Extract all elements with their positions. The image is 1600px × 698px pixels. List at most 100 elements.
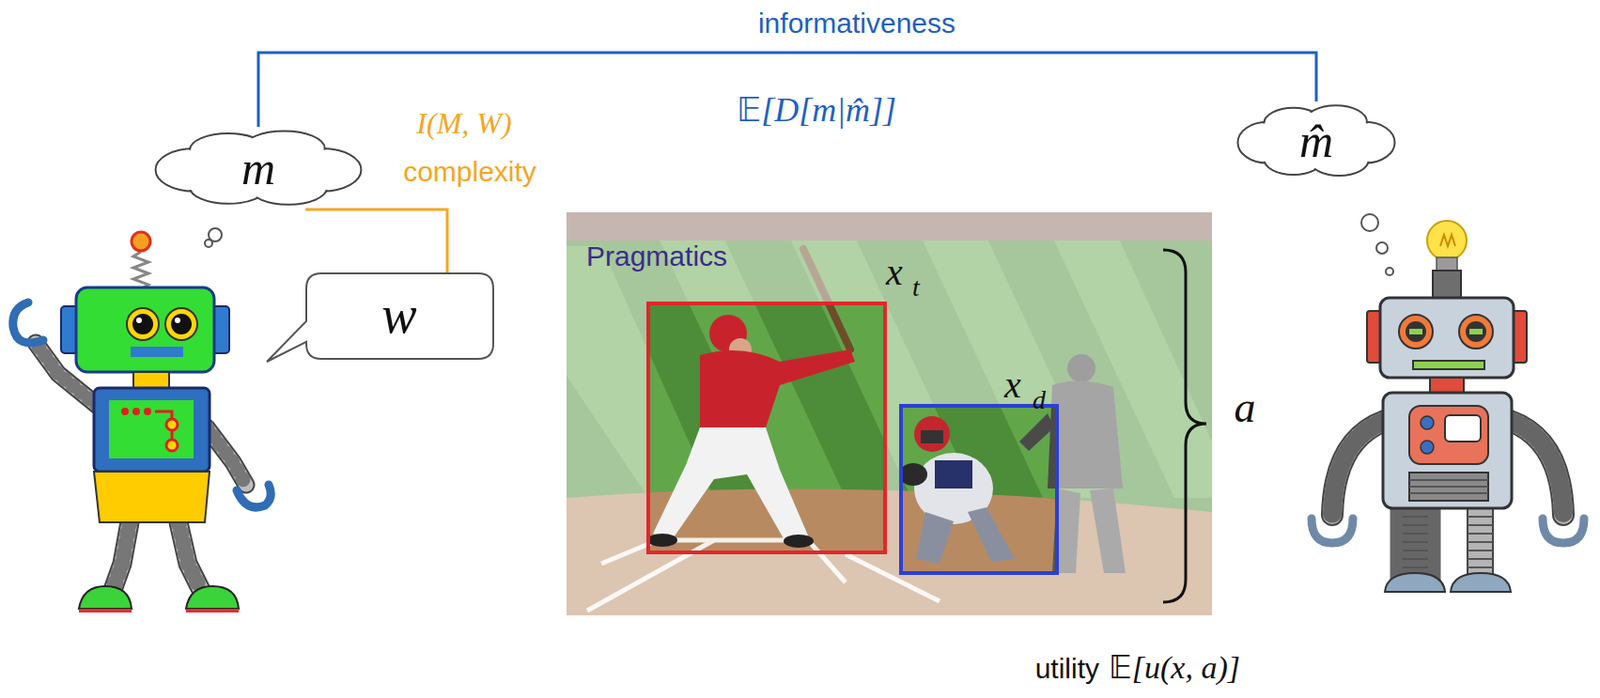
chest-lights	[121, 407, 178, 451]
robot-foot	[186, 586, 239, 609]
robot-eye	[126, 308, 198, 341]
formula-label: 𝔼[u(x, a)]	[1108, 650, 1241, 685]
complexity-leader	[305, 209, 448, 274]
robot-foot	[1384, 573, 1445, 592]
catcher-figure	[899, 416, 1015, 564]
thought-dots	[204, 239, 213, 248]
batter-figure	[652, 427, 808, 541]
chest-button	[1420, 440, 1434, 454]
photo-title: Pragmatics	[586, 240, 728, 272]
catcher-figure	[899, 463, 928, 486]
chest-lights	[121, 407, 129, 416]
speaker-robot	[13, 232, 271, 611]
catcher-figure	[916, 512, 954, 564]
light-bulb	[1436, 257, 1458, 271]
robot-eye	[1465, 321, 1487, 342]
robot-leg	[112, 522, 130, 591]
robot-leg	[1402, 508, 1493, 576]
robot-arm	[1332, 420, 1385, 515]
measure-label: complexity	[403, 155, 537, 187]
antenna-ball	[131, 232, 151, 251]
robot-arm	[1332, 420, 1385, 515]
robot-eye	[1398, 314, 1493, 349]
node-text: w	[381, 286, 417, 345]
robot-leg	[1402, 516, 1493, 568]
light-bulb	[1427, 220, 1467, 299]
robot-body	[1382, 392, 1512, 509]
robot-arm	[206, 427, 247, 485]
robot-eye	[126, 308, 159, 341]
robot-eye	[132, 313, 154, 335]
robot-neck	[133, 372, 170, 389]
light-bulb	[1432, 270, 1461, 299]
formula-label: I(M, W)	[416, 107, 512, 140]
thought-cloud: m	[151, 126, 366, 210]
robot-eye	[170, 313, 192, 335]
robot-arm	[1509, 420, 1564, 515]
variable-label: x	[1004, 364, 1022, 406]
robot-eye	[174, 317, 181, 324]
robot-grill	[1409, 480, 1489, 494]
catcher-figure	[967, 507, 1015, 562]
robot-arm	[1311, 518, 1353, 544]
robot-foot	[186, 608, 239, 613]
robot-arm	[236, 484, 271, 508]
chest-panel	[1409, 405, 1489, 465]
robot-foot	[78, 608, 132, 613]
robot-arm	[1509, 420, 1564, 515]
formula-label: 𝔼[D[m|m̂]]	[736, 92, 897, 130]
distractor-box	[900, 405, 1057, 574]
chest-lights	[166, 439, 178, 451]
batter-figure	[783, 534, 814, 548]
robot-foot	[1450, 573, 1511, 592]
batter-figure	[647, 533, 678, 547]
robot-body	[93, 388, 210, 472]
measure-label: informativeness	[758, 7, 956, 39]
catcher-figure	[914, 416, 950, 452]
chest-button	[1420, 416, 1434, 430]
robot-foot	[78, 586, 239, 611]
robot-leg	[178, 522, 202, 591]
subscript-label: t	[912, 273, 920, 303]
robot-eye	[165, 308, 198, 341]
listener-robot	[1311, 220, 1585, 592]
thought-cloud: m̂	[1234, 101, 1399, 181]
thought-dots	[1385, 267, 1394, 276]
robot-eye	[1405, 321, 1427, 342]
variable-label: x	[885, 251, 903, 294]
catcher-figure	[920, 430, 944, 444]
curly-brace	[1163, 249, 1207, 603]
node-text: m̂	[1299, 115, 1334, 168]
robot-foot	[1384, 573, 1511, 592]
speech-bubble: w	[306, 273, 494, 359]
robot-head	[76, 287, 215, 373]
robot-leg	[112, 522, 130, 591]
light-bulb	[1427, 220, 1467, 261]
robot-eye	[1469, 328, 1483, 335]
chest-screen	[1444, 415, 1481, 442]
robot-leg	[112, 522, 202, 591]
robot-eye	[136, 317, 142, 324]
subscript-label: d	[1032, 386, 1046, 416]
umpire-figure	[1019, 413, 1055, 451]
robot-arm	[206, 427, 247, 485]
robot-mouth	[130, 346, 184, 358]
measure-label: utility	[1035, 652, 1100, 684]
bubble-outline	[266, 273, 494, 362]
robot-head	[1380, 297, 1514, 378]
light-bulb	[1440, 234, 1456, 247]
chest-panel	[108, 400, 194, 459]
robot-base	[93, 471, 210, 523]
baseball-photo	[566, 212, 1212, 616]
robot-foot	[78, 586, 132, 609]
photo-scene	[566, 212, 1212, 616]
robot-arm	[13, 302, 44, 343]
robot-arm	[1509, 420, 1564, 515]
robot-neck	[1429, 377, 1464, 393]
robot-arm	[206, 427, 247, 485]
robot-eye	[1409, 328, 1423, 335]
robot-leg	[178, 522, 202, 591]
robot-arm	[1332, 420, 1385, 515]
